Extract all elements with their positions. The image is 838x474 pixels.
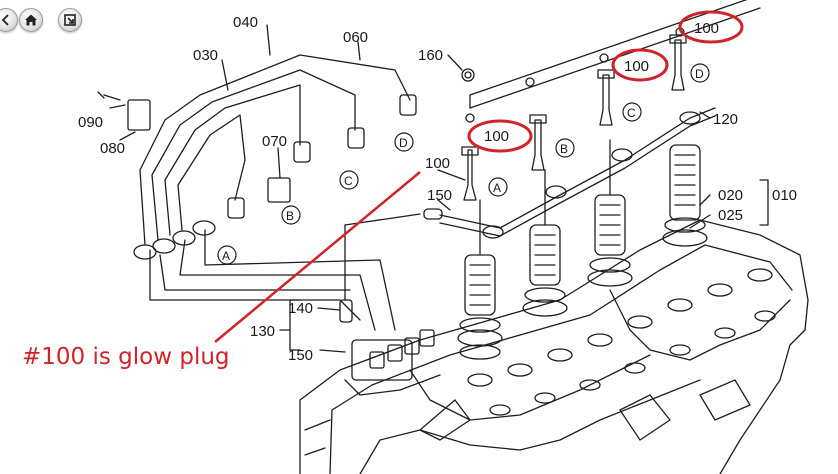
glow-plugs: [461, 34, 687, 201]
part-label-120: 120: [713, 111, 738, 128]
leader-lines: [109, 24, 769, 353]
part-label-060: 060: [343, 29, 368, 46]
injection-pipes: [97, 54, 475, 331]
left-arrow-icon: [1, 14, 9, 26]
part-label-020: 020: [718, 187, 743, 204]
injection-pump-outlets: [344, 329, 441, 396]
annotation-pointer-line: [214, 171, 421, 343]
glow-plug-highlights: [467, 10, 744, 153]
part-label-150-top: 150: [427, 187, 452, 204]
part-label-070: 070: [262, 133, 287, 150]
part-label-140: 140: [288, 300, 313, 317]
connector-d-top: D: [399, 136, 408, 150]
part-label-160: 160: [418, 47, 443, 64]
part-label-100-leader: 100: [425, 155, 450, 172]
connector-b-top: B: [286, 209, 294, 223]
circled-label-100-left: 100: [484, 128, 509, 145]
leak-off-pipe: [339, 107, 716, 323]
home-icon: [25, 14, 37, 26]
connector-c-top: C: [344, 174, 353, 188]
part-label-130: 130: [250, 323, 275, 340]
part-label-030: 030: [193, 47, 218, 64]
fullscreen-button[interactable]: [58, 8, 82, 32]
connector-b-pipe: B: [560, 142, 568, 156]
connector-a-top: A: [222, 249, 230, 263]
connector-d-pipe: D: [695, 67, 704, 81]
connector-c-pipe: C: [627, 106, 636, 120]
back-button[interactable]: [0, 8, 18, 32]
part-label-010: 010: [772, 187, 797, 204]
expand-icon: [64, 14, 76, 26]
engine-block: [299, 219, 809, 474]
circled-label-100-top-right: 100: [694, 20, 719, 37]
part-label-090: 090: [78, 114, 103, 131]
part-label-040: 040: [233, 14, 258, 31]
part-label-025: 025: [718, 207, 743, 224]
injectors: [457, 139, 708, 360]
part-label-080: 080: [100, 140, 125, 157]
annotation-note: #100 is glow plug: [22, 344, 230, 370]
connector-a-pipe: A: [493, 181, 501, 195]
home-button[interactable]: [19, 8, 43, 32]
part-label-150-bottom: 150: [288, 347, 313, 364]
circled-label-100-mid: 100: [624, 58, 649, 75]
